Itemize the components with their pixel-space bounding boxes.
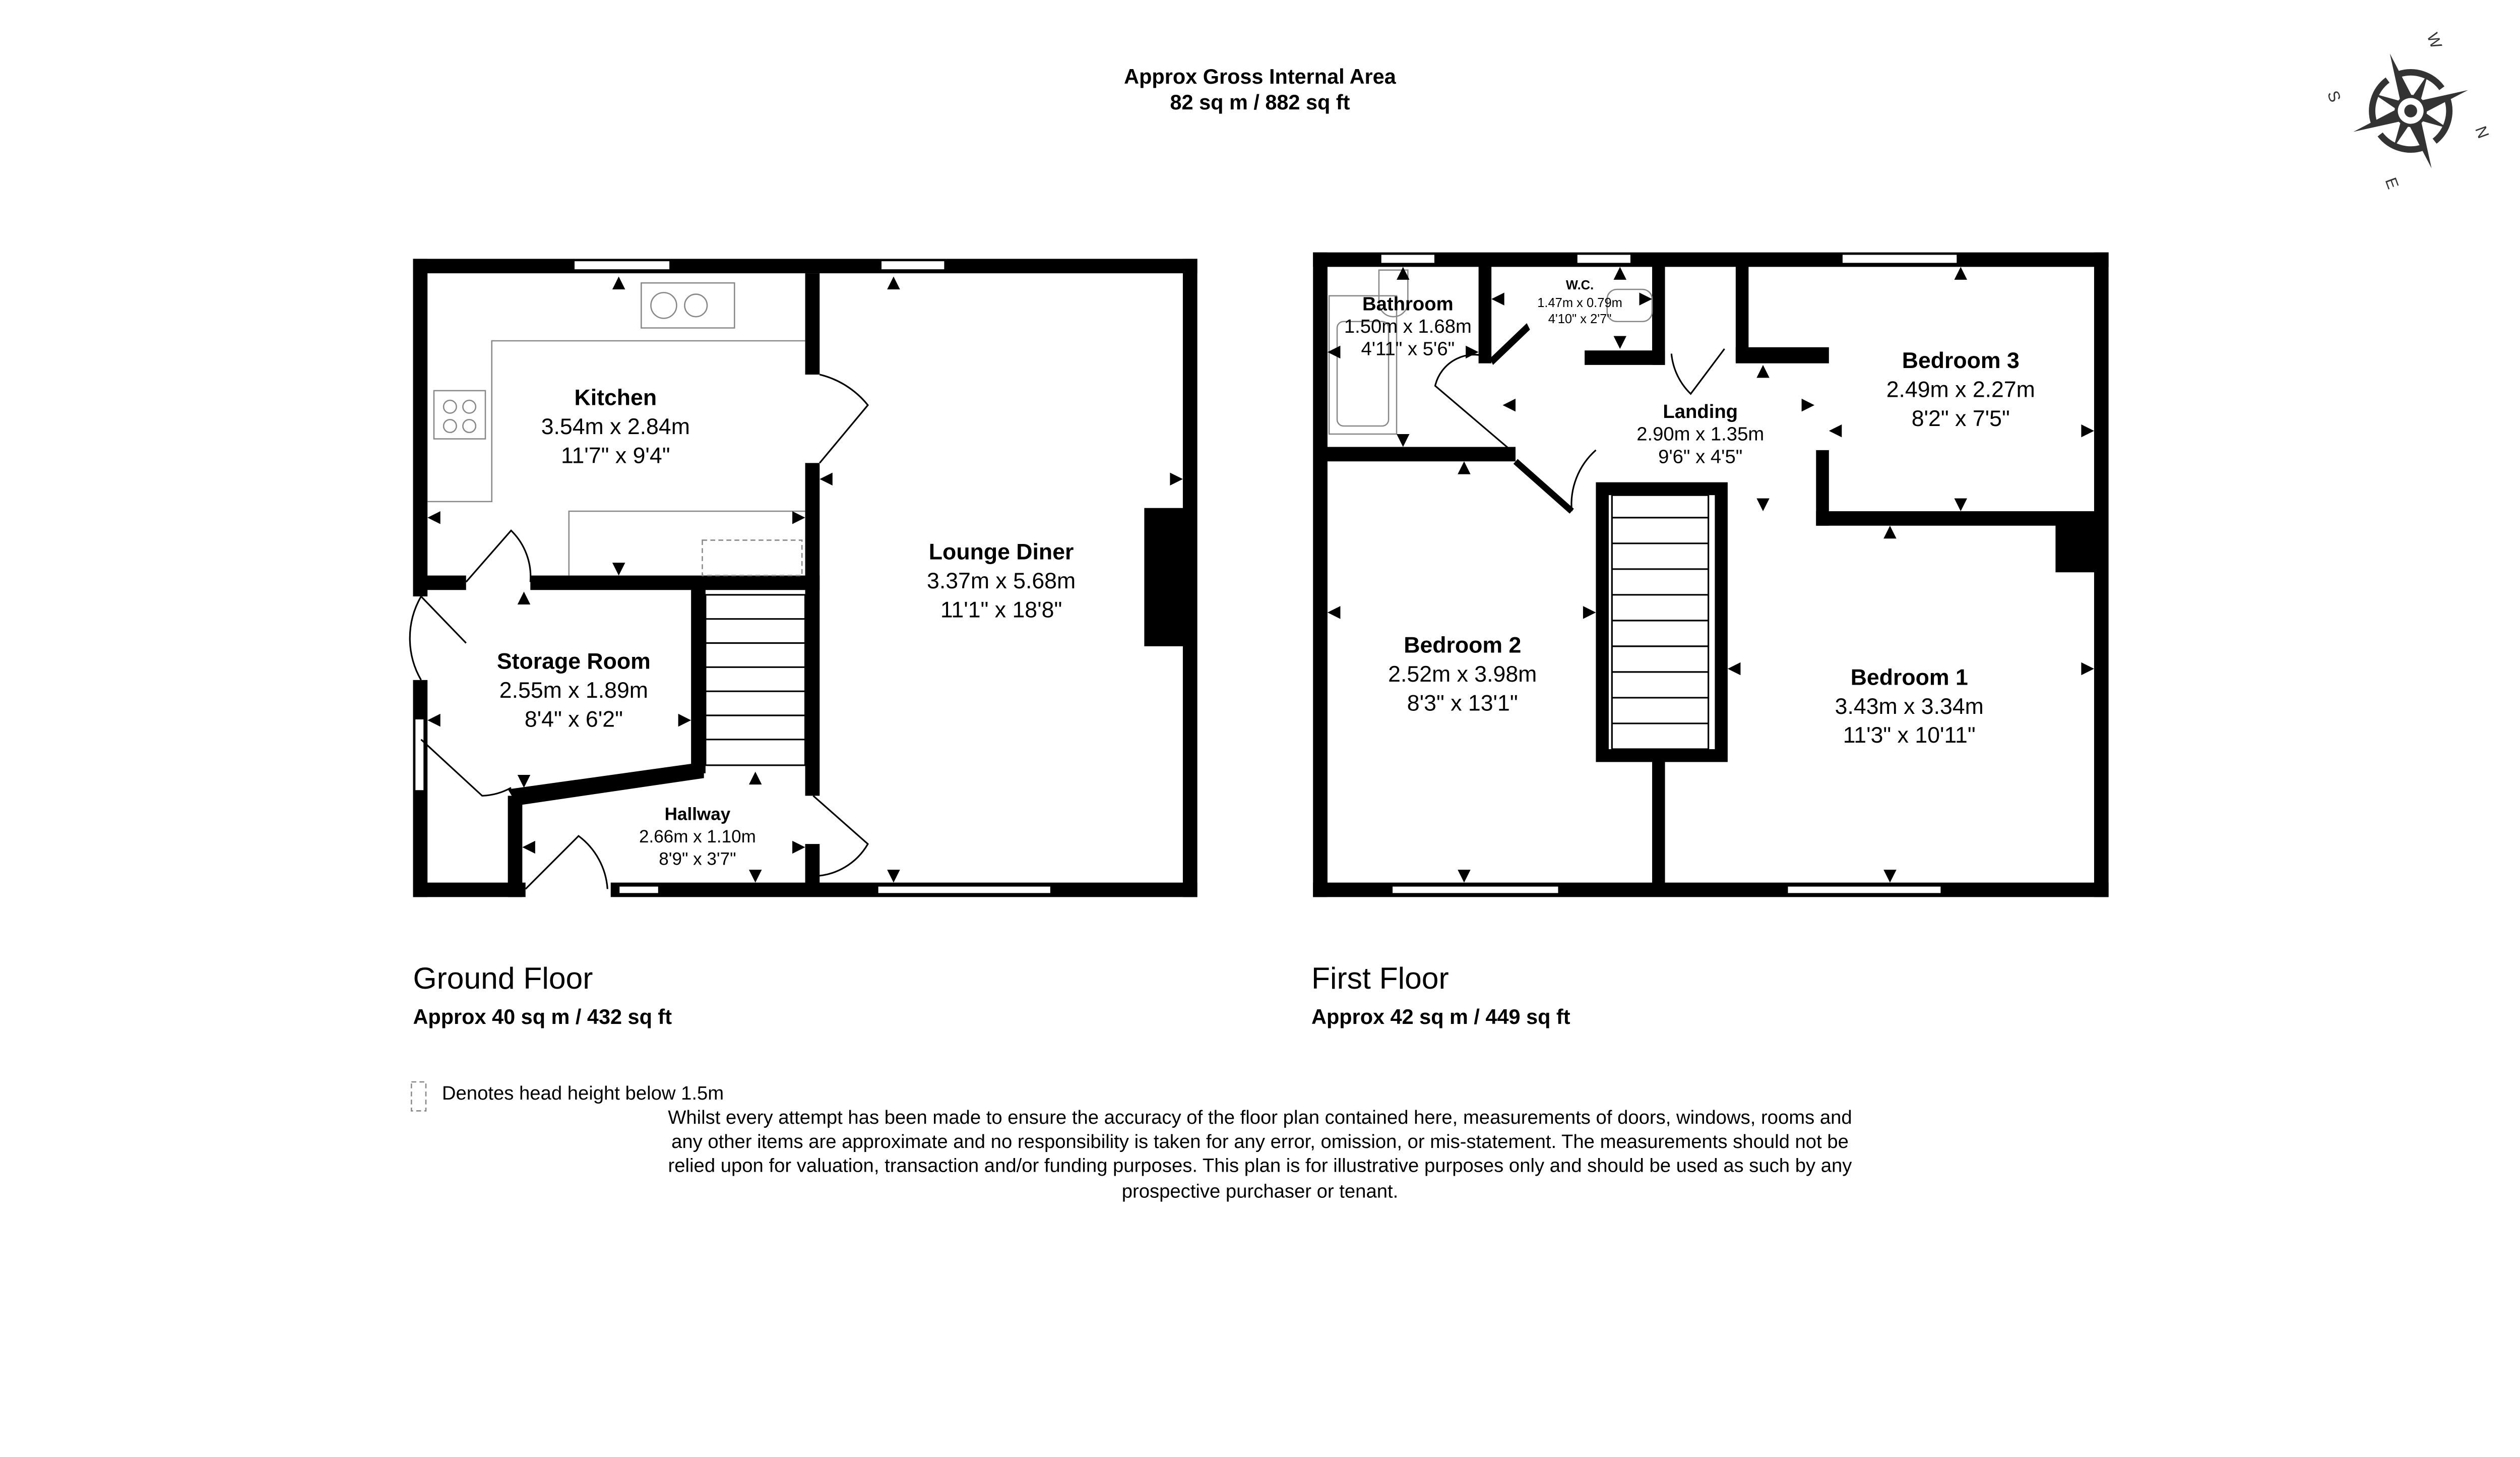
room-name-lounge-diner: Lounge Diner [929, 540, 1074, 565]
room-name-bedroom-2: Bedroom 2 [1404, 633, 1521, 658]
floor-plan: Approx Gross Internal Area 82 sq m / 882… [409, 30, 2493, 1202]
room-imperial-storage-room: 8'4" x 6'2" [525, 707, 623, 732]
room-imperial-bedroom-1: 11'3" x 10'11" [1843, 723, 1976, 748]
disclaimer-line-4: prospective purchaser or tenant. [1122, 1181, 1399, 1202]
room-metric-bedroom-2: 2.52m x 3.98m [1388, 662, 1537, 687]
room-imperial-landing: 9'6" x 4'5" [1658, 446, 1742, 467]
compass-rose-icon [2353, 53, 2469, 168]
ground-floor-plan: Kitchen 3.54m x 2.84m 11'7" x 9'4" Loung… [409, 259, 1198, 897]
room-imperial-bedroom-2: 8'3" x 13'1" [1407, 691, 1518, 715]
compass-w: W [2423, 30, 2445, 51]
gross-area-value: 82 sq m / 882 sq ft [1170, 90, 1350, 114]
room-metric-kitchen: 3.54m x 2.84m [541, 414, 690, 439]
room-metric-hallway: 2.66m x 1.10m [639, 827, 756, 846]
room-metric-bedroom-3: 2.49m x 2.27m [1886, 378, 2035, 402]
room-imperial-bedroom-3: 8'2" x 7'5" [1912, 406, 2010, 431]
room-metric-lounge-diner: 3.37m x 5.68m [927, 569, 1076, 593]
room-name-landing: Landing [1663, 401, 1738, 422]
room-name-bedroom-3: Bedroom 3 [1902, 348, 2020, 373]
head-height-legend-text: Denotes head height below 1.5m [442, 1082, 724, 1104]
room-imperial-lounge-diner: 11'1" x 18'8" [940, 597, 1062, 622]
room-metric-bedroom-1: 3.43m x 3.34m [1835, 694, 1984, 719]
room-imperial-bathroom: 4'11" x 5'6" [1361, 338, 1455, 360]
room-metric-bathroom: 1.50m x 1.68m [1344, 316, 1472, 337]
compass-s: S [2324, 88, 2345, 104]
first-floor-plan: Bathroom 1.50m x 1.68m 4'11" x 5'6" W.C.… [1313, 252, 2109, 897]
first-floor-area: Approx 42 sq m / 449 sq ft [1311, 1005, 1570, 1028]
compass-e: E [2382, 175, 2403, 191]
ground-floor-area: Approx 40 sq m / 432 sq ft [413, 1005, 672, 1028]
disclaimer-line-1: Whilst every attempt has been made to en… [668, 1107, 1852, 1128]
room-name-storage-room: Storage Room [497, 649, 651, 674]
room-metric-wc: 1.47m x 0.79m [1537, 296, 1622, 310]
room-name-wc: W.C. [1566, 278, 1594, 292]
disclaimer-line-3: relied upon for valuation, transaction a… [668, 1155, 1853, 1177]
room-name-kitchen: Kitchen [574, 386, 657, 410]
ground-floor-title: Ground Floor [413, 961, 593, 995]
disclaimer-line-2: any other items are approximate and no r… [671, 1131, 1849, 1152]
room-name-bathroom: Bathroom [1362, 293, 1454, 315]
first-floor-title: First Floor [1311, 961, 1449, 995]
gross-area-title: Approx Gross Internal Area [1124, 65, 1397, 88]
room-metric-landing: 2.90m x 1.35m [1636, 423, 1764, 445]
room-imperial-hallway: 8'9" x 3'7" [659, 849, 736, 869]
room-imperial-kitchen: 11'7" x 9'4" [561, 443, 670, 468]
room-imperial-wc: 4'10" x 2'7" [1548, 312, 1612, 326]
compass-n: N [2472, 124, 2493, 141]
room-metric-storage-room: 2.55m x 1.89m [499, 678, 648, 703]
room-name-hallway: Hallway [665, 804, 731, 824]
room-name-bedroom-1: Bedroom 1 [1851, 665, 1968, 690]
head-height-legend-swatch [411, 1081, 427, 1112]
